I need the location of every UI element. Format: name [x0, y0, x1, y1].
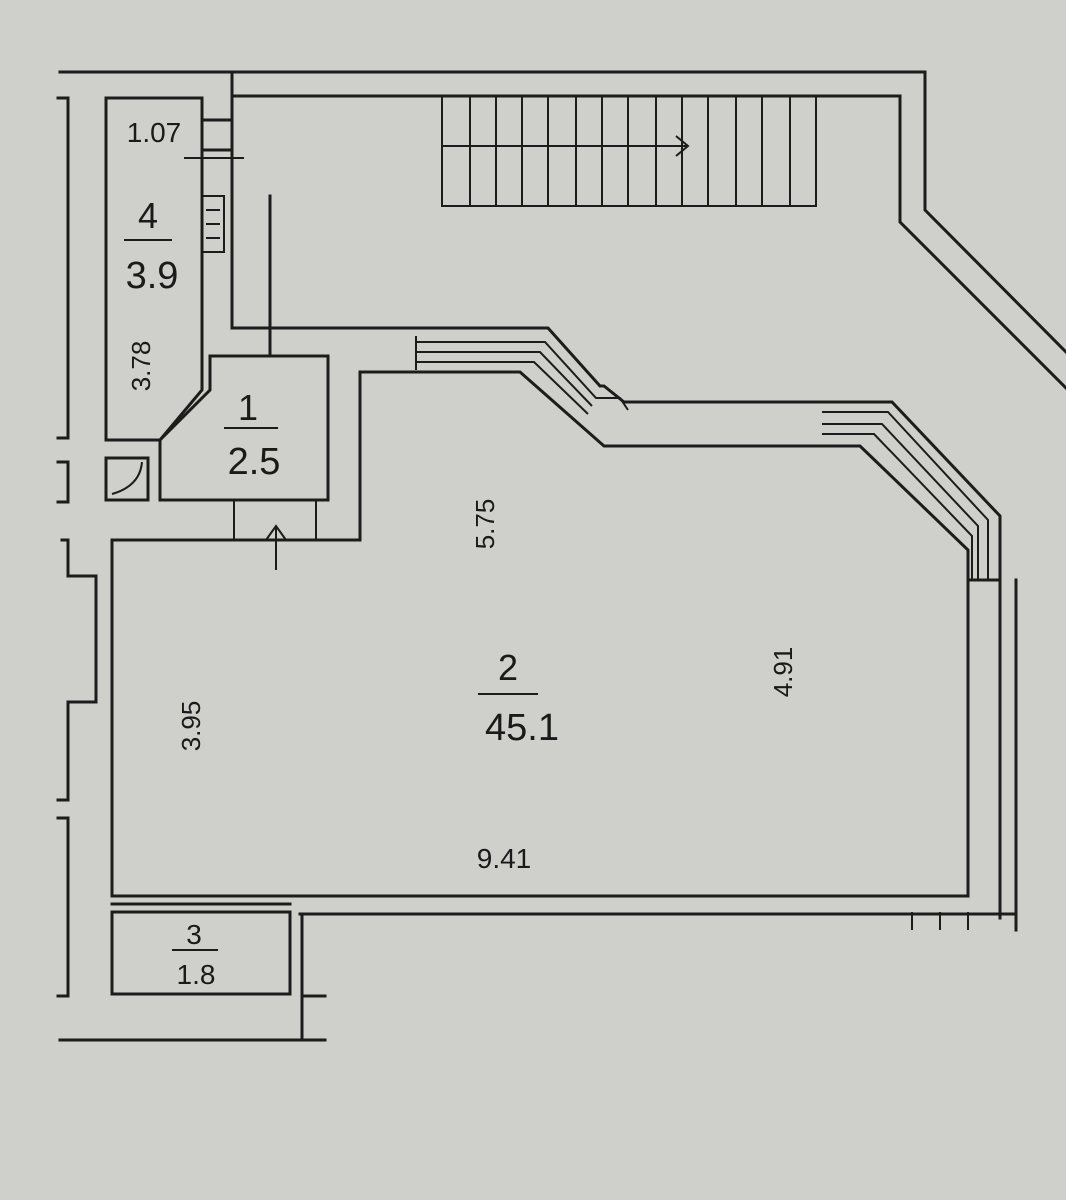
room-4-area: 3.9	[126, 255, 179, 297]
room-1-number: 1	[238, 387, 258, 428]
staircase	[441, 95, 817, 207]
room-3-outline	[110, 902, 292, 996]
cabinet	[104, 456, 150, 502]
dim-room2-bottom: 9.41	[477, 843, 532, 874]
room-3-label: 3 1.8	[172, 919, 218, 990]
room-3-area: 1.8	[177, 959, 216, 990]
room-2-area: 45.1	[485, 707, 559, 749]
room-3-number: 3	[186, 919, 202, 950]
dim-room2-right: 4.91	[768, 647, 798, 698]
entry-arrow-icon	[265, 524, 287, 570]
room-1-label: 1 2.5	[224, 387, 280, 483]
room-2-outline	[110, 538, 276, 898]
dim-room2-left: 3.95	[176, 701, 206, 752]
room-4-outline	[104, 96, 244, 442]
windows	[415, 336, 989, 930]
dim-room2-top: 5.75	[470, 499, 500, 550]
room-1-area: 2.5	[228, 441, 281, 483]
dim-room4-width: 1.07	[127, 117, 182, 148]
room-1-outline	[110, 194, 362, 542]
left-wall-segments	[56, 96, 98, 998]
room-2-label: 2 45.1	[478, 647, 559, 749]
room-2-number: 2	[498, 647, 518, 688]
room-4-label: 4 3.9	[124, 195, 178, 297]
dim-room4-length: 3.78	[126, 341, 156, 392]
room-4-number: 4	[138, 195, 158, 236]
